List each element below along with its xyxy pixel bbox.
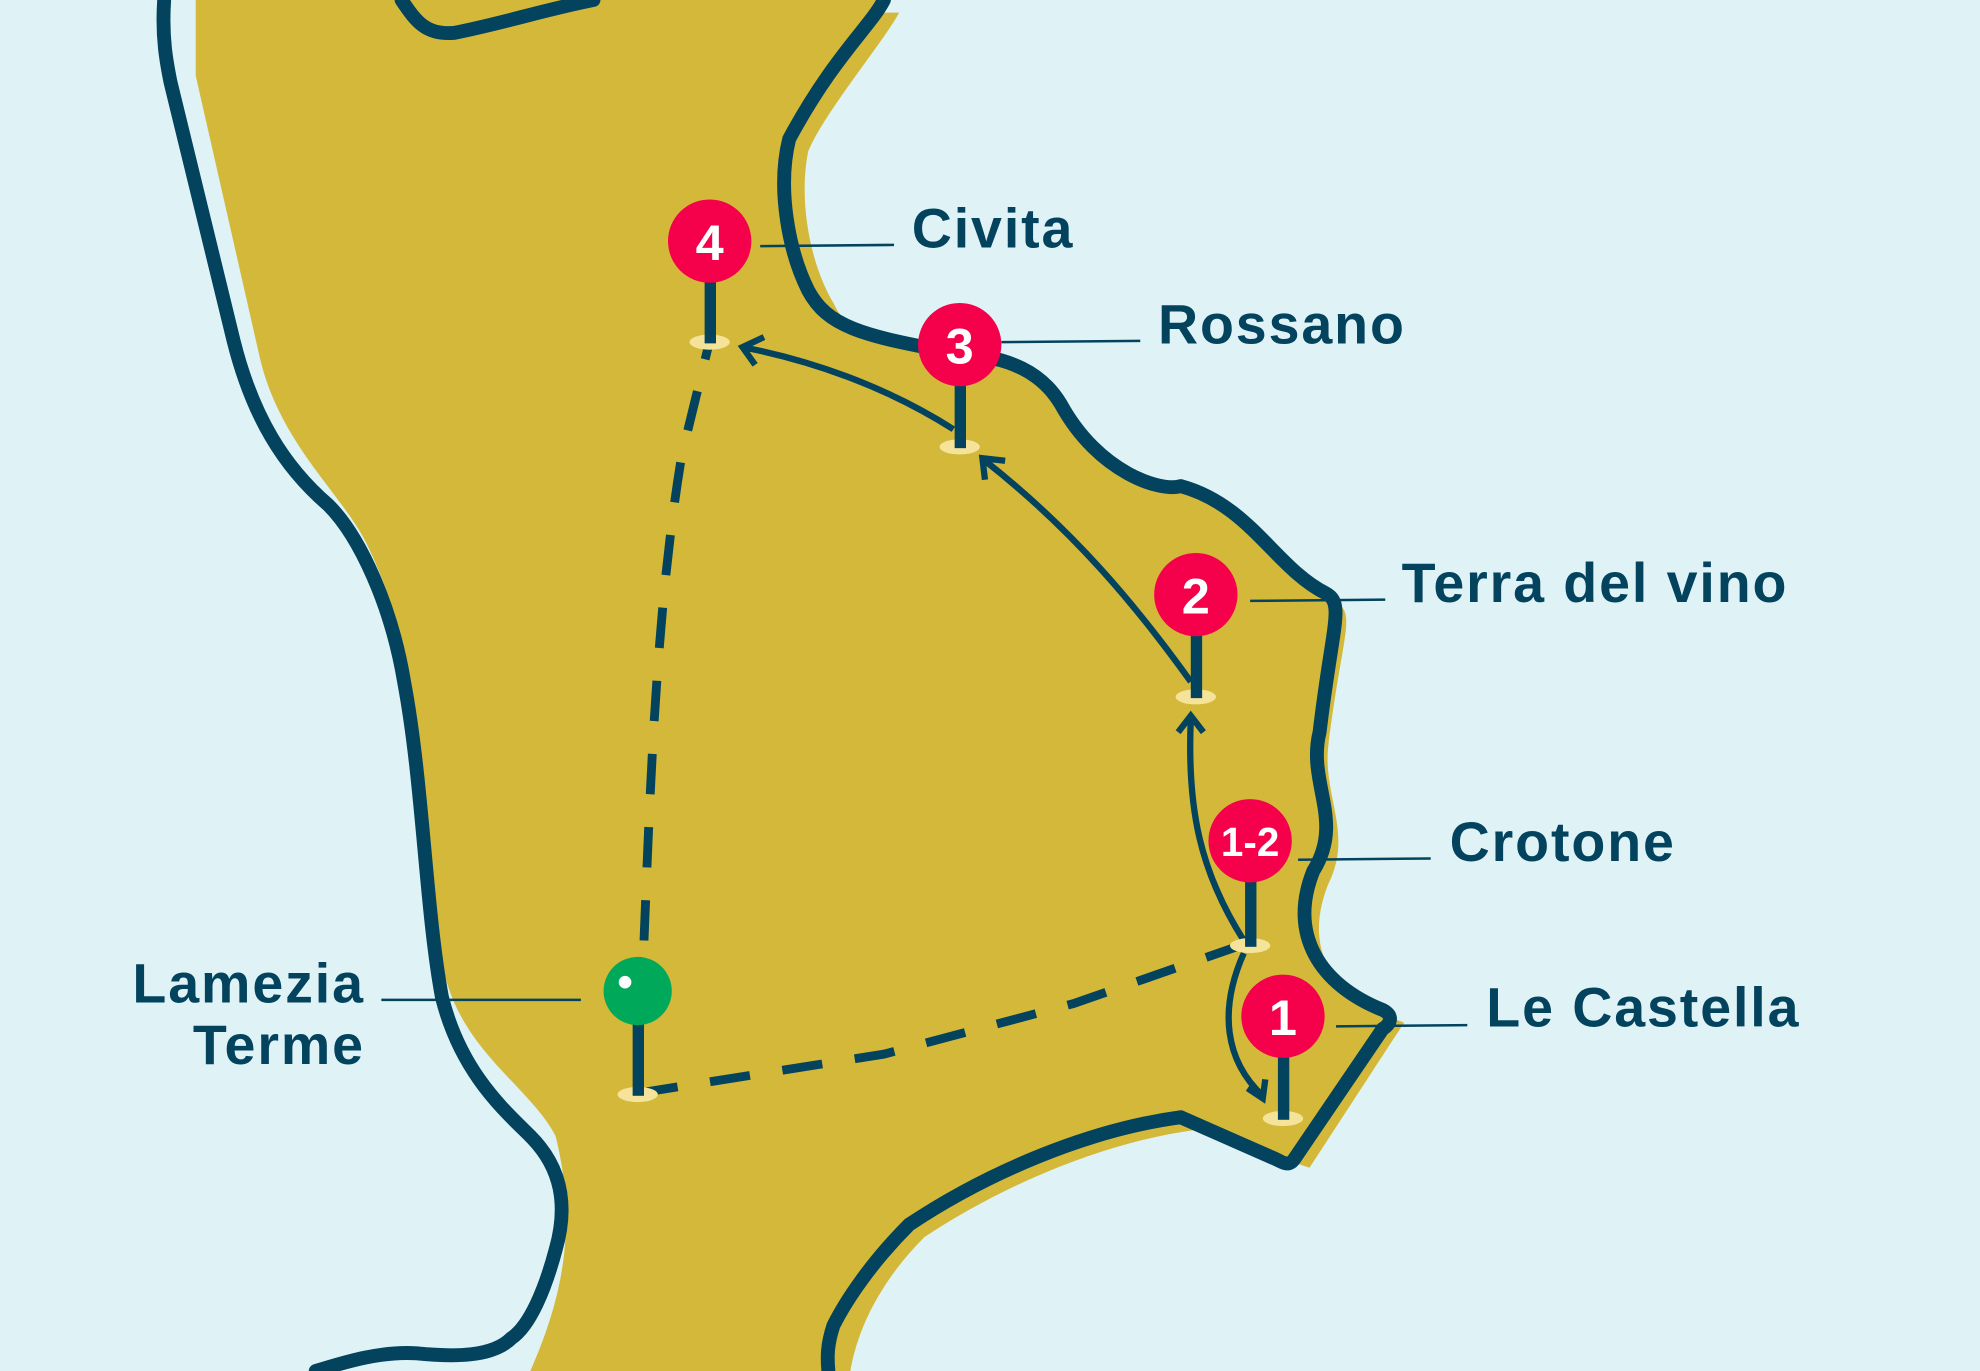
pin-rossano[interactable]: 3 (918, 302, 1002, 455)
coastline-north-bump (394, 0, 601, 41)
land (195, 0, 1405, 1371)
place-labels: Civita Rossano Terra del vino Crotone Le… (132, 197, 1800, 1076)
leader-lines (381, 243, 1468, 1028)
pin-number: 1-2 (1221, 819, 1279, 865)
label-terra-del-vino: Terra del vino (1402, 552, 1789, 614)
arrowhead (1245, 1078, 1269, 1104)
route-arrow-rossano-civita (741, 344, 956, 432)
arrowhead (1175, 710, 1206, 735)
label-crotone: Crotone (1450, 811, 1676, 873)
pin-number: 3 (946, 318, 974, 375)
land-fill (195, 0, 1390, 1371)
route-dashed-lamezia-civita (639, 339, 714, 941)
pin-le-castella[interactable]: 1 (1241, 974, 1325, 1127)
coastline-east (777, 0, 1397, 1371)
coastline-west (156, 0, 569, 1371)
coastline (156, 0, 1397, 1371)
label-lamezia: Lamezia (132, 952, 364, 1014)
route (636, 334, 1269, 1104)
start-pin-icon[interactable] (603, 956, 672, 1103)
route-dashed-lamezia-crotone (636, 940, 1246, 1098)
pin-terra-del-vino[interactable]: 2 (1154, 552, 1238, 705)
pin-civita[interactable]: 4 (667, 199, 752, 350)
label-civita: Civita (912, 197, 1075, 259)
route-arrow-crotone-lecastella (1225, 951, 1265, 1099)
route-arrow-terra-rossano (982, 458, 1194, 684)
label-le-castella: Le Castella (1486, 976, 1800, 1038)
label-terme: Terme (193, 1014, 365, 1076)
arrowhead (737, 334, 766, 367)
pin-number: 1 (1269, 989, 1297, 1046)
arrowhead (978, 454, 1006, 481)
pin-number: 4 (696, 214, 724, 271)
pin-crotone[interactable]: 1-2 (1208, 799, 1292, 954)
label-rossano: Rossano (1158, 293, 1406, 355)
route-arrow-crotone-terra (1186, 719, 1247, 943)
pin-number: 2 (1182, 568, 1210, 625)
